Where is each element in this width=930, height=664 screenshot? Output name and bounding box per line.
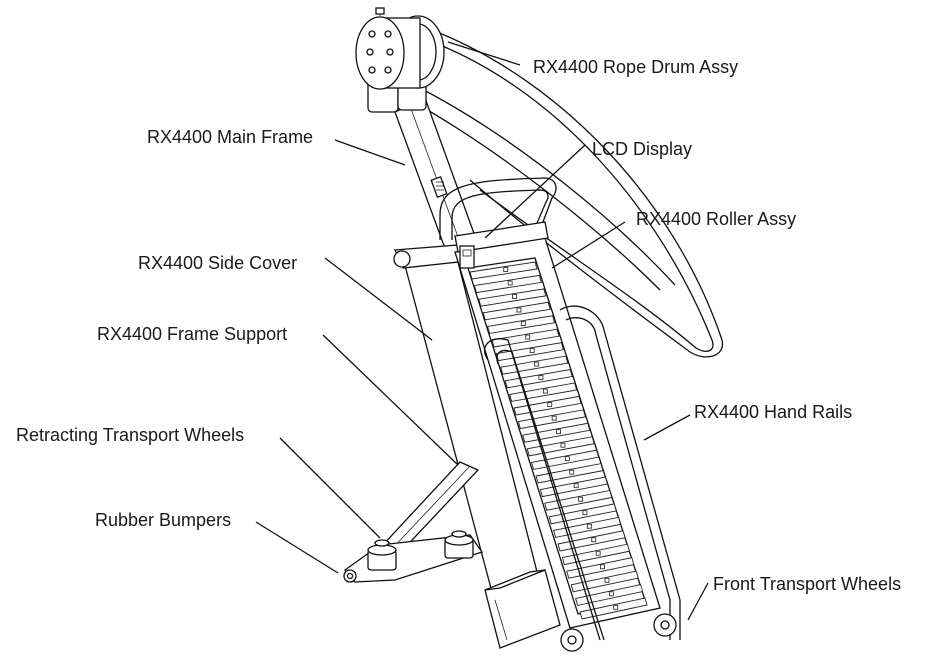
- roller-slat-marker: [604, 577, 610, 583]
- label-roller-assy: RX4400 Roller Assy: [636, 209, 796, 229]
- roller-slat-marker: [520, 321, 526, 326]
- label-rubber-bumpers: Rubber Bumpers: [95, 510, 231, 530]
- roller-slat-marker: [569, 469, 575, 475]
- top-handle: [439, 177, 557, 240]
- roller-slats: [469, 261, 648, 620]
- roller-slat-marker: [516, 307, 522, 313]
- roller-slat-marker: [573, 483, 579, 489]
- roller-slat-marker: [595, 550, 601, 556]
- part-labels: RX4400 Rope Drum Assy RX4400 Main Frame …: [16, 57, 901, 594]
- rope-drum: [355, 7, 445, 113]
- roller-slat-marker: [507, 280, 513, 286]
- roller-slat-marker: [564, 456, 570, 462]
- roller-slat-marker: [560, 442, 566, 448]
- roller-slat-marker: [613, 604, 619, 610]
- roller-slat-marker: [525, 334, 531, 340]
- roller-slat-marker: [582, 510, 588, 516]
- roller-slat-marker: [542, 388, 548, 394]
- hand-rails: [484, 305, 681, 641]
- roller-slat-marker: [600, 564, 605, 570]
- roller-slat-marker: [556, 429, 561, 435]
- label-rope-drum: RX4400 Rope Drum Assy: [533, 57, 738, 77]
- roller-slat-marker: [591, 537, 597, 543]
- front-transport-box: [484, 569, 561, 649]
- roller-slat-marker: [547, 402, 553, 408]
- leader-lines: [255, 41, 709, 621]
- roller-slat-marker: [538, 375, 544, 380]
- label-side-cover: RX4400 Side Cover: [138, 253, 297, 273]
- side-cover: [393, 244, 549, 623]
- retracting-transport-wheels: [367, 530, 474, 571]
- roller-slat-marker: [578, 496, 583, 502]
- roller-slat-marker: [503, 267, 509, 272]
- label-front-wheels: Front Transport Wheels: [713, 574, 901, 594]
- label-frame-support: RX4400 Frame Support: [97, 324, 287, 344]
- roller-slat-marker: [551, 415, 557, 421]
- roller-slat-marker: [534, 361, 539, 367]
- label-main-frame: RX4400 Main Frame: [147, 127, 313, 147]
- label-retracting-wheels: Retracting Transport Wheels: [16, 425, 244, 445]
- roller-slat-marker: [512, 294, 517, 299]
- front-transport-wheels: [560, 613, 677, 652]
- lcd-display: [459, 245, 475, 269]
- roller-slat-marker: [586, 523, 592, 529]
- label-hand-rails: RX4400 Hand Rails: [694, 402, 852, 422]
- label-lcd-display: LCD Display: [592, 139, 692, 159]
- roller-slat-marker: [608, 591, 614, 597]
- roller-slat-marker: [529, 348, 535, 353]
